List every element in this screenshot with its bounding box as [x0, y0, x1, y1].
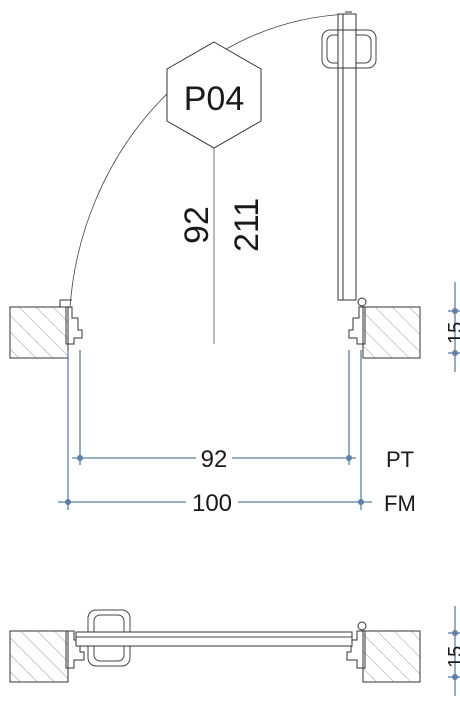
door-tag: P04	[166, 41, 262, 149]
door-height-label: 211	[228, 198, 266, 252]
dimension-lines	[58, 282, 460, 696]
pt-dimension-value: 92	[201, 446, 228, 473]
wall-thickness-bottom: 15	[445, 646, 460, 668]
frame-left-bottom	[65, 630, 85, 669]
wall-left-top	[9, 306, 69, 359]
wall-right-bottom	[362, 630, 421, 683]
frame-left-top	[59, 299, 83, 345]
door-leaf-open	[337, 11, 357, 301]
door-swing-arc	[69, 13, 351, 309]
door-handle-bottom	[75, 609, 353, 667]
door-tag-label: P04	[184, 80, 245, 118]
door-width-label: 92	[178, 206, 216, 244]
fm-dimension-value: 100	[192, 490, 232, 517]
wall-left-bottom	[9, 630, 69, 683]
wall-right-top	[362, 306, 421, 359]
wall-thickness-top: 15	[445, 322, 460, 344]
fm-dimension-code: FM	[384, 491, 416, 516]
frame-right-top	[348, 297, 367, 345]
frame-right-bottom	[346, 621, 367, 669]
pt-dimension-code: PT	[386, 447, 414, 472]
door-handle-top	[321, 29, 377, 69]
dimension-dots	[65, 308, 458, 680]
